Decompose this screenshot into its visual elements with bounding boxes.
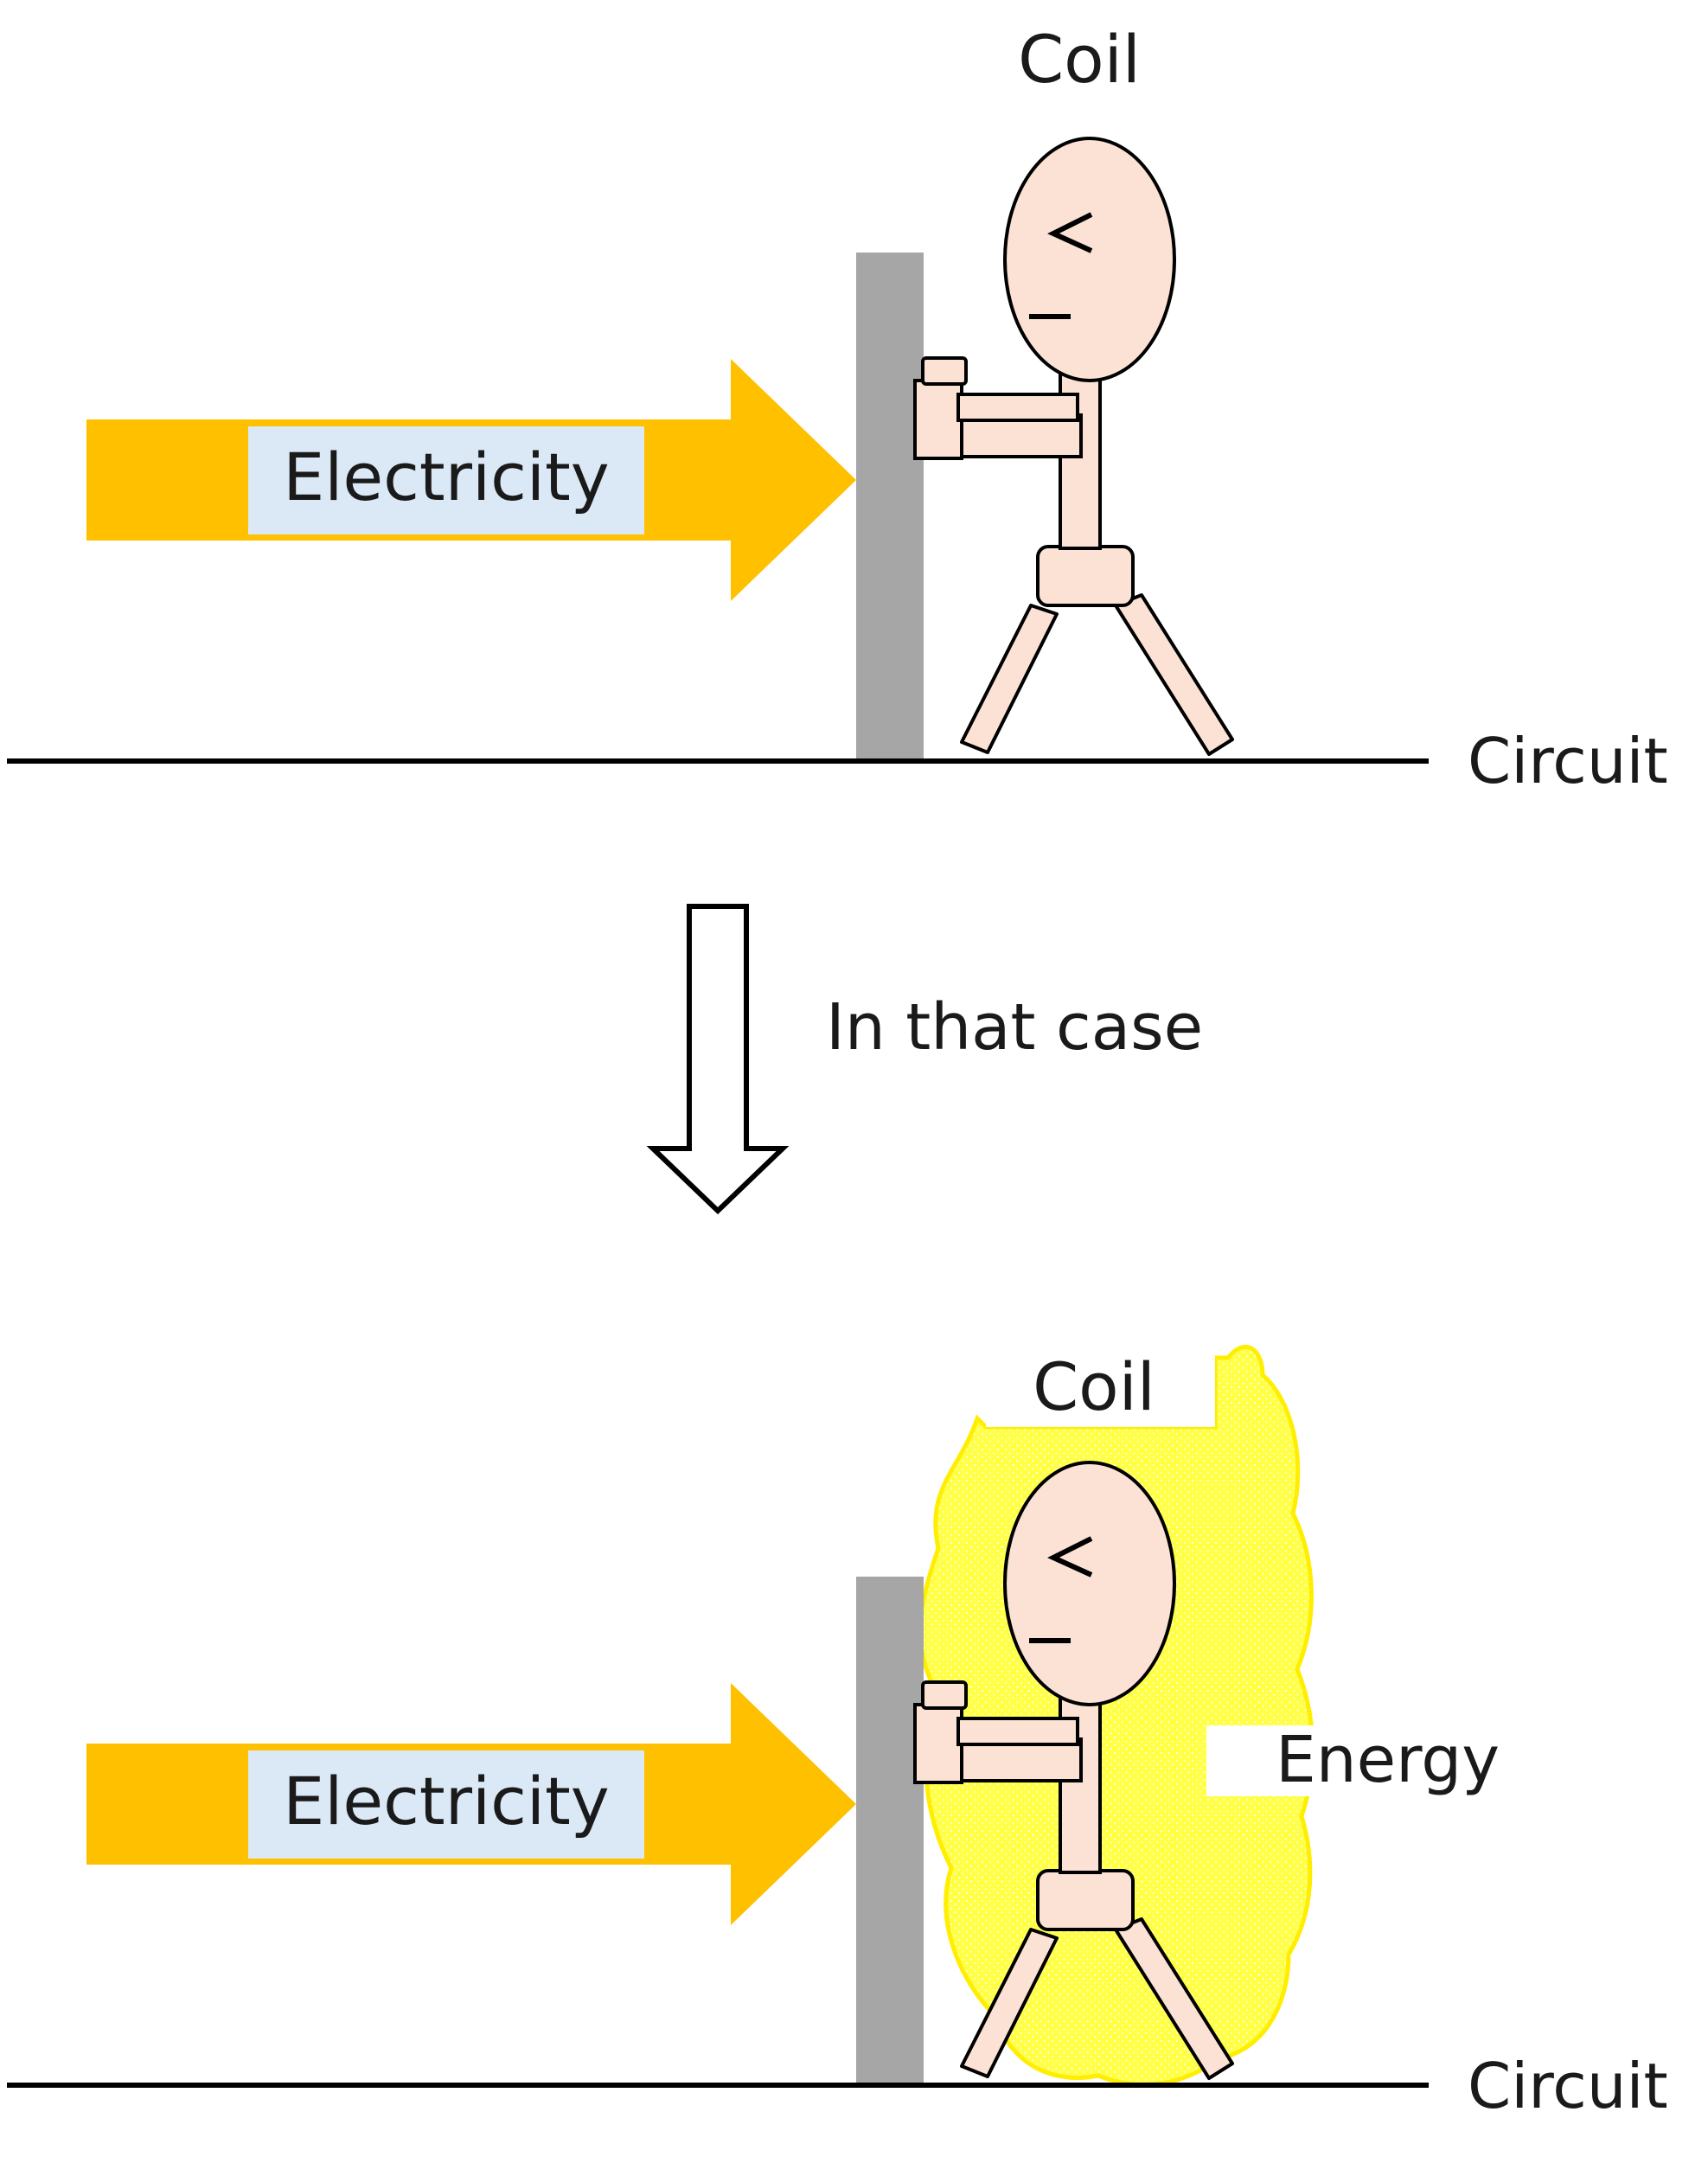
electricity-label: Electricity (283, 438, 610, 515)
down-arrow-icon (646, 904, 790, 1215)
coil-figure (915, 138, 1232, 754)
coil-label: Coil (1033, 1348, 1155, 1425)
electricity-label: Electricity (283, 1763, 610, 1840)
energy-label: Energy (1276, 1723, 1500, 1797)
energy-label-box (1206, 1725, 1449, 1796)
electricity-label-box (248, 1750, 644, 1859)
top-panel: Electricity Circuit Coil (7, 21, 1668, 797)
transition-label: In that case (826, 990, 1203, 1065)
wall (856, 1577, 924, 2087)
transition: In that case (646, 904, 1203, 1215)
electricity-label-box (248, 426, 644, 534)
wall (856, 253, 924, 763)
circuit-label: Circuit (1468, 2050, 1668, 2122)
energy-glow (918, 1345, 1315, 2087)
coil-label: Coil (1018, 21, 1141, 98)
bottom-panel: Electricity Energy Coil Circuit (7, 1345, 1668, 2122)
coil-label-box (986, 1356, 1215, 1427)
circuit-label: Circuit (1468, 725, 1668, 797)
